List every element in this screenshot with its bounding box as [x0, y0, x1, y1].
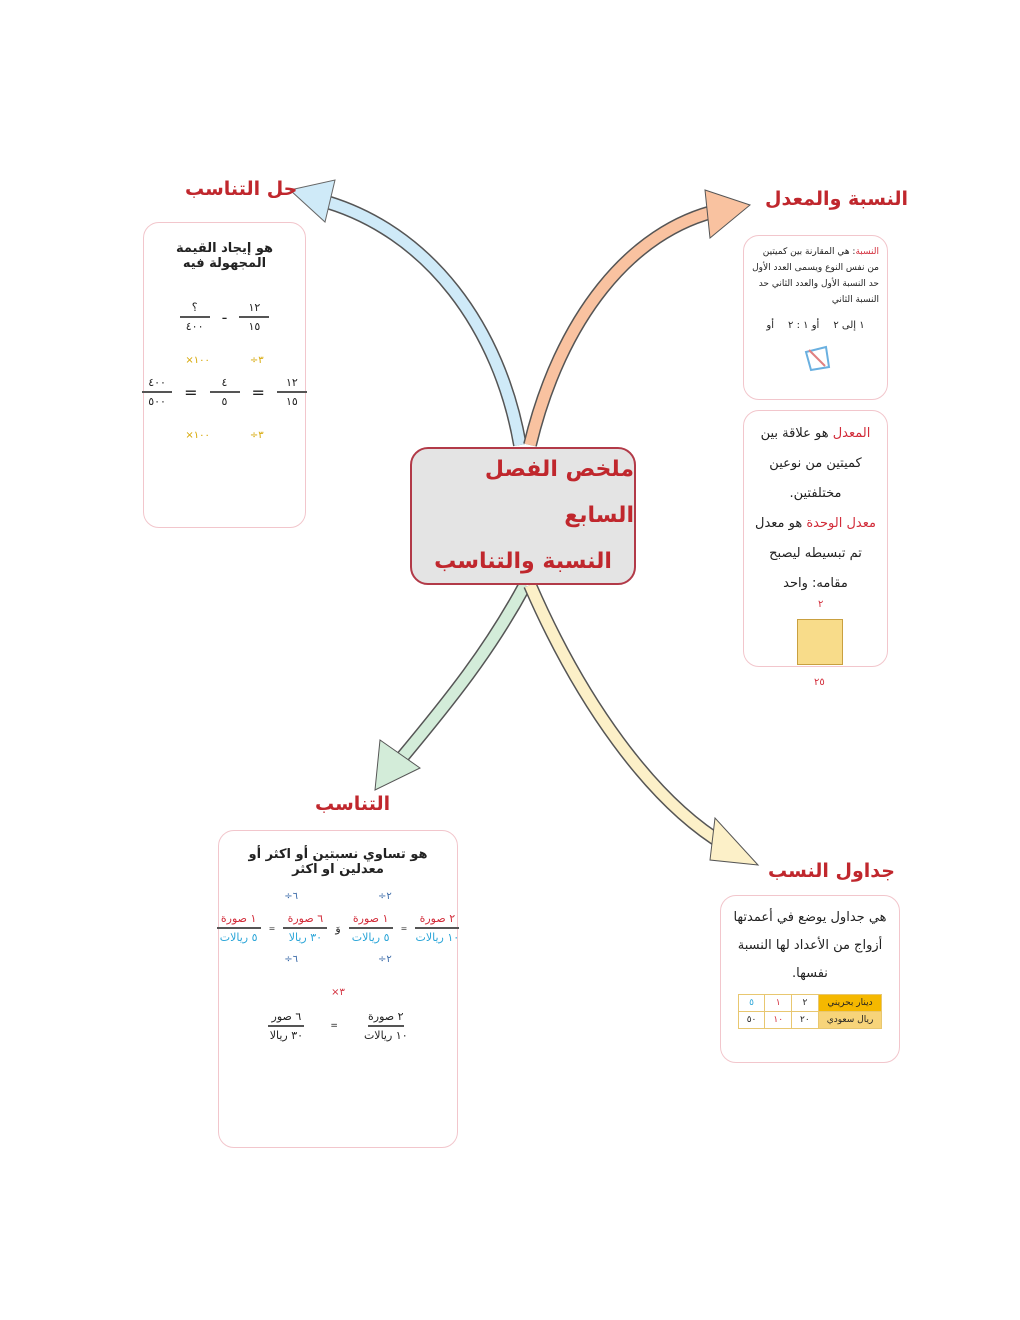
rate-definition: هو علاقة بين كميتين من نوعين مختلفتين.: [760, 426, 862, 501]
ratio-definition: : هي المقارنة بين كميتين من نفس النوع وي…: [752, 247, 879, 305]
pencils-image: [752, 342, 879, 378]
den: ١٠ ريالات: [415, 931, 460, 944]
central-title: ملخص الفصل السابع: [484, 457, 634, 528]
cell: ٥: [737, 994, 766, 1012]
central-subtitle: النسبة والتناسب: [434, 549, 612, 574]
ratio-label: النسبة: [855, 247, 879, 257]
op-label: ٦÷: [284, 954, 298, 965]
num: ٤٠٠: [148, 376, 166, 389]
op-label: ١٠٠×: [185, 355, 210, 366]
ratio-form: أو: [766, 320, 775, 331]
ratio-tables-card: هي جداول يوضع في أعمدتها أزواج من الأعدا…: [720, 895, 900, 1063]
ratio-table: دينار بحريني ٢ ١ ٥ ريال سعودي ٢٠ ١٠ ٥٠: [737, 994, 883, 1029]
den: ٣٠ ريالا: [269, 1029, 304, 1042]
den: ٤٠٠: [185, 320, 204, 333]
num: ١٢: [286, 376, 298, 389]
cell: ١٠: [764, 1011, 793, 1029]
den: ١٥: [248, 320, 261, 333]
row-header: ريال سعودي: [817, 1011, 883, 1029]
den: ١٥: [286, 395, 298, 408]
equals: =: [184, 382, 198, 402]
solve-definition: هو إيجاد القيمة المجهولة فيه: [175, 241, 274, 271]
num: ٢ صورة: [368, 1010, 404, 1023]
proportion-definition: هو تساوي نسبتين أو اكثر أو معدلين او اكث…: [248, 847, 428, 877]
ratio-card: النسبة: هي المقارنة بين كميتين من نفس ال…: [743, 235, 888, 400]
solve-proportion-title: حل التناسب: [185, 178, 298, 200]
num: ٦ صور: [271, 1010, 302, 1023]
unit-rate-label: معدل الوحدة: [806, 516, 876, 531]
rate-label: المعدل: [832, 426, 871, 441]
ratio-form: ١ إلى ٢: [833, 320, 865, 331]
cell: ٥٠: [737, 1011, 766, 1029]
table-row: ريال سعودي ٢٠ ١٠ ٥٠: [737, 1011, 883, 1029]
den: ٥ ريالات: [351, 931, 390, 944]
num: ٢ صورة: [419, 912, 456, 925]
ratio-rate-title: النسبة والمعدل: [765, 188, 909, 210]
row-header: دينار بحريني: [817, 994, 883, 1012]
arrow-to-proportion: [374, 581, 532, 791]
den: ٥٠٠: [148, 395, 166, 408]
op-label: ٢÷: [378, 891, 392, 902]
proportion-card: هو تساوي نسبتين أو اكثر أو معدلين او اكث…: [216, 830, 460, 1148]
den: ٥: [221, 395, 228, 408]
op-label: ٣÷: [249, 430, 264, 441]
arrow-to-ratio-rate: [523, 189, 752, 447]
and-label: وَ: [335, 921, 341, 935]
table-row: دينار بحريني ٢ ١ ٥: [737, 994, 883, 1012]
num: ٤: [221, 376, 228, 389]
equals: =: [251, 382, 265, 402]
arrow-to-ratio-tables: [523, 582, 760, 866]
fig-bottom-label: ٢٥: [814, 677, 825, 688]
ratio-form: أو ١ : ٢: [788, 320, 820, 331]
op-label: ٣×: [331, 987, 345, 998]
unit-rate-definition: هو معدل تم تبسيطه ليصبح مقامه: واحد: [755, 516, 862, 591]
central-topic: ملخص الفصل السابع النسبة والتناسب: [410, 447, 636, 585]
rate-card: المعدل هو علاقة بين كميتين من نوعين مختل…: [743, 410, 888, 688]
den: ٣٠ ريالا: [288, 931, 323, 944]
cell: ٢٠: [791, 1011, 819, 1029]
den: ٥ ريالات: [219, 931, 258, 944]
arrow-to-solve-proportion: [288, 179, 527, 447]
num: ؟: [191, 301, 198, 314]
op-label: ١٠٠×: [185, 430, 210, 441]
op-label: ٦÷: [284, 891, 298, 902]
cell: ٢: [791, 994, 819, 1012]
proportion-title: التناسب: [315, 793, 391, 815]
ratio-tables-definition: هي جداول يوضع في أعمدتها أزواج من الأعدا…: [733, 910, 887, 981]
num: ١ صورة: [220, 912, 257, 925]
cell: ١: [764, 994, 793, 1012]
ratio-tables-title: جداول النسب: [768, 860, 895, 882]
boxes-figure: ٢ ٢٥: [752, 599, 879, 689]
op-label: ٢÷: [378, 954, 392, 965]
num: ٦ صورة: [287, 912, 324, 925]
fig-top-label: ٢: [818, 599, 824, 610]
num: ١٢: [248, 301, 261, 314]
solve-equation-2: ١٢ ١٥ = ٤ ٥ = ٤٠٠ ٥٠٠: [142, 376, 307, 408]
num: ١ صورة: [352, 912, 389, 925]
op-label: ٣÷: [249, 355, 264, 366]
den: ١٠ ريالات: [363, 1029, 408, 1042]
box-icon: [797, 619, 843, 665]
